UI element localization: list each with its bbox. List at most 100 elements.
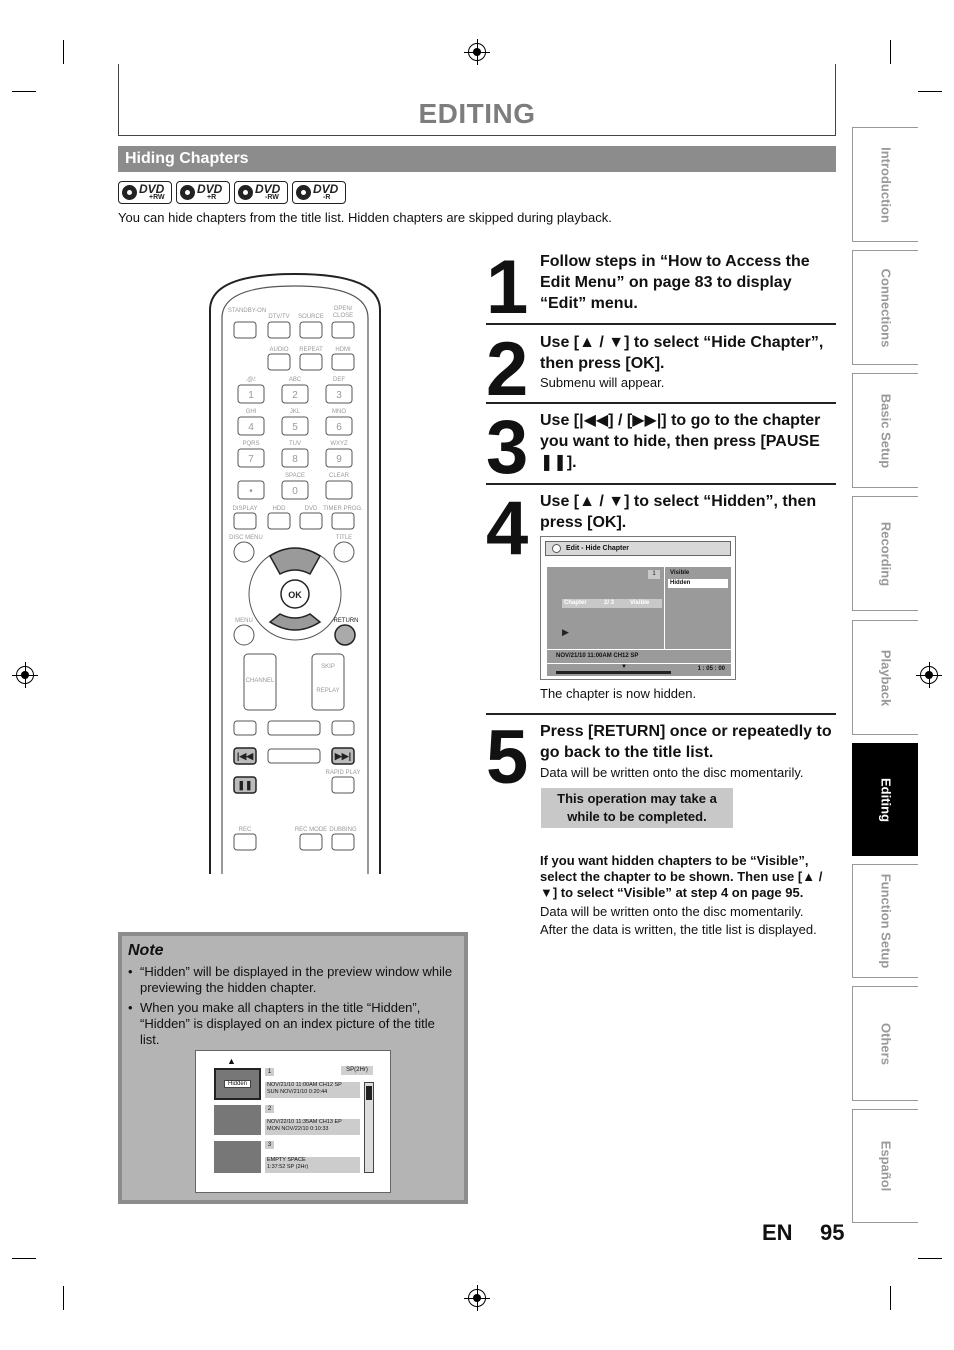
registration-mark <box>916 662 942 688</box>
step-3-title: Use [|◀◀] / [▶▶|] to go to the chapter y… <box>540 412 821 471</box>
registration-mark <box>464 39 490 65</box>
tab-espanol[interactable]: Español <box>852 1109 918 1223</box>
option-hidden[interactable]: Hidden <box>668 579 728 588</box>
osd-progress: ▼ 1 : 05 : 00 <box>547 664 731 676</box>
svg-text:RETURN: RETURN <box>334 618 359 624</box>
svg-text:DISPLAY: DISPLAY <box>233 506 258 512</box>
svg-text:•: • <box>249 486 253 497</box>
osd-option-list: Visible Hidden <box>665 567 731 649</box>
svg-text:CLEAR: CLEAR <box>329 473 350 479</box>
crop-mark <box>918 91 942 92</box>
svg-text:9: 9 <box>336 454 342 465</box>
step-number-3: 3 <box>486 405 528 490</box>
scrollbar-thumb[interactable] <box>366 1086 372 1100</box>
title-thumbnail-1[interactable]: Hidden <box>214 1068 261 1100</box>
tab-playback[interactable]: Playback <box>852 620 918 735</box>
title-info-3: EMPTY SPACE 1:37:52 SP (2Hr) <box>265 1157 360 1173</box>
svg-text:DVD: DVD <box>305 506 318 512</box>
svg-text:DTV/TV: DTV/TV <box>268 314 289 320</box>
svg-text:GHI: GHI <box>246 409 257 415</box>
svg-text:REC MODE: REC MODE <box>295 827 327 833</box>
disc-icon <box>180 185 195 200</box>
crop-mark <box>63 1286 64 1310</box>
svg-text:REC: REC <box>239 827 252 833</box>
title-thumbnail-2[interactable] <box>214 1105 261 1135</box>
recording-mode: SP(2Hr) <box>341 1066 373 1075</box>
divider <box>486 713 836 715</box>
svg-text:DEF: DEF <box>333 377 345 383</box>
note-title: Note <box>128 942 164 959</box>
note-item: When you make all chapters in the title … <box>128 1000 454 1048</box>
svg-text:▶▶|: ▶▶| <box>334 751 351 761</box>
svg-text:TUV: TUV <box>289 441 301 447</box>
crop-mark <box>890 1286 891 1310</box>
osd-time: 1 : 05 : 00 <box>697 666 725 672</box>
page-title: EDITING <box>418 98 536 129</box>
svg-text:STANDBY-ON: STANDBY-ON <box>228 308 266 314</box>
svg-text:.@/:: .@/: <box>245 377 256 383</box>
dvd-minus-r-logo: DVD-R <box>292 181 346 204</box>
osd-info: NOV/21/10 11:00AM CH12 SP <box>547 650 731 663</box>
svg-text:8: 8 <box>292 454 298 465</box>
step-number-5: 5 <box>486 715 528 800</box>
position-marker-icon: ▼ <box>621 664 627 670</box>
svg-text:1: 1 <box>248 390 254 401</box>
tab-function-setup[interactable]: Function Setup <box>852 864 918 978</box>
tab-introduction[interactable]: Introduction <box>852 127 918 242</box>
tab-others[interactable]: Others <box>852 986 918 1101</box>
scroll-up-icon: ▲ <box>227 1056 236 1066</box>
crop-mark <box>12 1258 36 1259</box>
option-visible[interactable]: Visible <box>670 570 690 576</box>
visible-note-line-1: Data will be written onto the disc momen… <box>540 904 804 919</box>
svg-text:|◀◀: |◀◀ <box>237 751 254 761</box>
step-5-note: Data will be written onto the disc momen… <box>540 765 804 780</box>
svg-text:2: 2 <box>292 390 298 401</box>
visible-note-line-2: After the data is written, the title lis… <box>540 922 817 937</box>
step-number-1: 1 <box>486 245 528 330</box>
hidden-label: Hidden <box>224 1080 252 1088</box>
registration-mark <box>464 1285 490 1311</box>
section-title: Hiding Chapters <box>118 146 836 172</box>
step-2-title: Use [▲ / ▼] to select “Hide Chapter”, th… <box>540 334 824 372</box>
svg-text:OK: OK <box>288 590 302 600</box>
svg-text:OPEN/: OPEN/ <box>334 306 353 312</box>
chapter-info: Chapter 2/ 3 Visible <box>562 599 662 608</box>
note-list: “Hidden” will be displayed in the previe… <box>128 964 454 1052</box>
title-thumbnail-3[interactable] <box>214 1141 261 1173</box>
step-5-title: Press [RETURN] once or repeatedly to go … <box>540 723 832 761</box>
tab-basic-setup[interactable]: Basic Setup <box>852 373 918 488</box>
tab-connections[interactable]: Connections <box>852 250 918 365</box>
step-4-title: Use [▲ / ▼] to select “Hidden”, then pre… <box>540 493 817 531</box>
intro-text: You can hide chapters from the title lis… <box>118 210 612 225</box>
step-number-2: 2 <box>486 327 528 412</box>
svg-text:HDD: HDD <box>273 506 287 512</box>
svg-text:HDMI: HDMI <box>335 347 351 353</box>
tab-recording[interactable]: Recording <box>852 496 918 611</box>
title-number: 3 <box>265 1141 274 1149</box>
play-icon: ▶ <box>562 627 569 637</box>
language-label: EN <box>762 1220 793 1245</box>
crop-mark <box>12 91 36 92</box>
progress-bar <box>556 671 671 674</box>
step-1-title: Follow steps in “How to Access the Edit … <box>540 253 810 312</box>
svg-text:AUDIO: AUDIO <box>269 347 288 353</box>
svg-text:3: 3 <box>336 390 342 401</box>
svg-text:MENU: MENU <box>235 618 253 624</box>
note-item: “Hidden” will be displayed in the previe… <box>128 964 454 996</box>
disc-icon <box>238 185 253 200</box>
scrollbar[interactable] <box>364 1082 374 1173</box>
svg-text:SOURCE: SOURCE <box>298 314 324 320</box>
page-number: 95 <box>820 1220 845 1245</box>
osd-preview: 1 Chapter 2/ 3 Visible ▶ <box>547 567 664 649</box>
divider <box>486 402 836 404</box>
visible-instructions: If you want hidden chapters to be “Visib… <box>540 853 823 900</box>
svg-text:MNO: MNO <box>332 409 346 415</box>
svg-text:TIMER PROG.: TIMER PROG. <box>323 506 363 512</box>
svg-text:REPLAY: REPLAY <box>316 688 339 694</box>
disc-icon <box>122 185 137 200</box>
svg-text:5: 5 <box>292 422 298 433</box>
tab-editing[interactable]: Editing <box>852 743 918 856</box>
step-number-4: 4 <box>486 486 528 571</box>
dvd-plus-r-logo: DVD+R <box>176 181 230 204</box>
